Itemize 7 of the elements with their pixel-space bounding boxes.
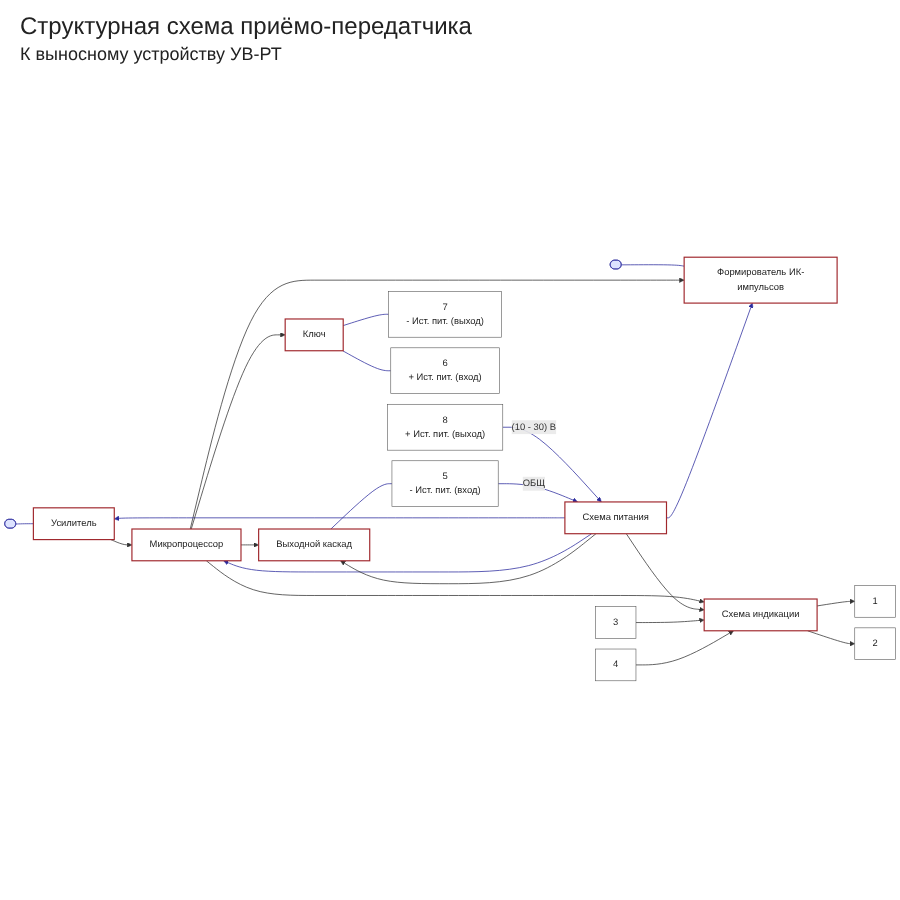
- connector: [330, 483, 393, 530]
- note-text: К выносному устройству УВ-РТ: [20, 44, 282, 64]
- connector: [15, 523, 34, 525]
- connector: [342, 350, 392, 372]
- connector: [621, 264, 685, 267]
- diagram-title: Структурная схема приёмо-передатчика: [18, 10, 474, 44]
- connector: [342, 313, 389, 326]
